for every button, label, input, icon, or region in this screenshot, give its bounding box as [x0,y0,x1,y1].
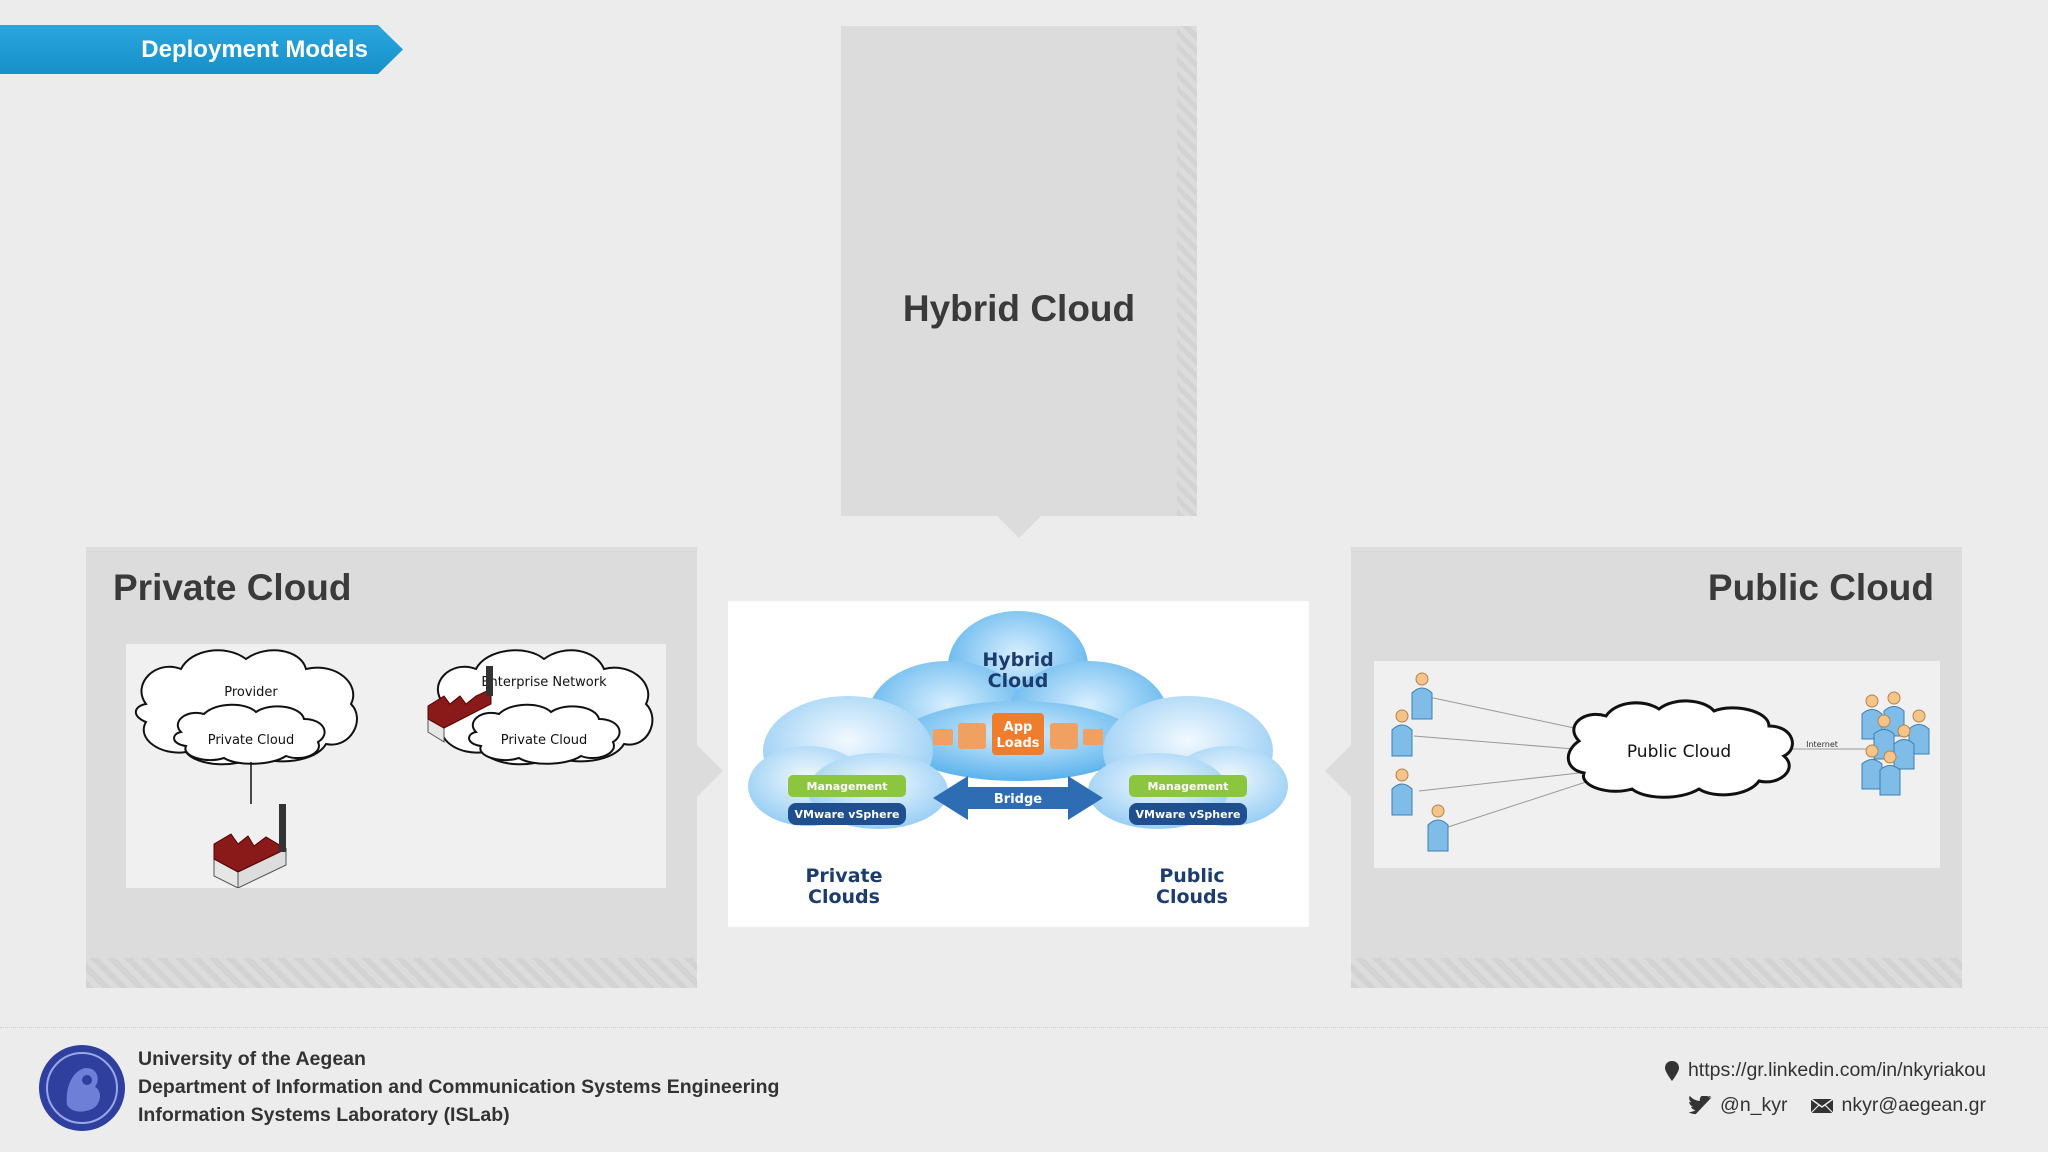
bridge-label: Bridge [994,792,1042,807]
public-clouds-label-line2: Clouds [1156,886,1228,908]
public-cloud-title: Public Cloud [1707,567,1934,608]
private-clouds-label-line1: Private [806,865,883,887]
section-tag-label: Deployment Models [141,36,368,63]
private-clouds-label-line2: Clouds [808,886,880,908]
hybrid-cloud-title: Hybrid Cloud [902,288,1136,329]
management-left-label: Management [807,780,888,793]
enterprise-factory-icon [427,666,493,743]
vsphere-left-label: VMware vSphere [795,808,900,821]
university-name: University of the Aegean [138,1048,366,1070]
hybrid-cloud-label-line2: Cloud [988,670,1049,692]
section-tag: Deployment Models [0,25,403,74]
provider-private-cloud-shape [173,703,326,765]
lab-name: Information Systems Laboratory (ISLab) [138,1104,510,1126]
management-right-label: Management [1148,780,1229,793]
footer-divider [0,1027,2048,1028]
university-seal-icon [37,1043,127,1133]
mail-icon [1810,1097,1833,1113]
panel-stripe [1351,958,1962,988]
hybrid-cloud-diagram: Hybrid Cloud App Loads Management VMware… [728,601,1309,927]
user-group-icon [1861,691,1930,796]
private-cloud-diagram: Provider Private Cloud Enterprise Networ… [126,644,666,889]
panel-stripe [1177,26,1197,516]
enterprise-private-cloud-shape [468,703,621,765]
hybrid-cloud-panel: Hybrid Cloud [841,26,1197,538]
department-name: Department of Information and Communicat… [138,1076,780,1098]
private-cloud-panel: Private Cloud Provider Private Cloud [86,547,723,988]
bridge-arrow [933,776,1103,820]
users-icon [1391,672,1449,852]
provider-private-cloud-label: Private Cloud [208,733,295,748]
enterprise-label: Enterprise Network [481,675,607,690]
public-cloud-label: Public Cloud [1627,742,1731,762]
public-clouds-label-line1: Public [1159,865,1224,887]
vsphere-right-label: VMware vSphere [1136,808,1241,821]
email-link[interactable]: nkyr@aegean.gr [1841,1094,1986,1116]
public-cloud-shape [1566,699,1794,799]
public-cloud-panel: Public Cloud Public Cloud Internet [1325,547,1962,988]
public-cloud-diagram: Public Cloud Internet [1374,661,1940,868]
contact-info: https://gr.linkedin.com/in/nkyriakou @n_… [1664,1053,1986,1123]
private-cloud-title: Private Cloud [113,567,352,608]
user-link-lines [1413,695,1874,830]
map-pin-icon [1664,1060,1679,1081]
app-loads-block [933,713,1103,755]
twitter-handle[interactable]: @n_kyr [1720,1094,1788,1116]
hybrid-cloud-label-line1: Hybrid [982,649,1053,671]
vsphere-left-bar [788,803,906,825]
app-loads-label-line2: Loads [996,736,1039,751]
organization-info: University of the Aegean Department of I… [138,1045,779,1129]
center-cloud-shape [868,611,1168,781]
factory-icon [213,804,288,889]
management-left-bar [788,775,906,797]
panel-stripe [86,958,697,988]
linkedin-row: https://gr.linkedin.com/in/nkyriakou [1664,1053,1986,1088]
internet-label: Internet [1806,740,1838,749]
management-right-bar [1129,775,1247,797]
social-row: @n_kyr nkyr@aegean.gr [1664,1088,1986,1123]
linkedin-link[interactable]: https://gr.linkedin.com/in/nkyriakou [1687,1059,1986,1081]
twitter-icon [1688,1095,1712,1114]
provider-label: Provider [224,685,278,700]
enterprise-private-cloud-label: Private Cloud [501,733,588,748]
vsphere-right-bar [1129,803,1247,825]
app-loads-label-line1: App [1004,720,1033,735]
